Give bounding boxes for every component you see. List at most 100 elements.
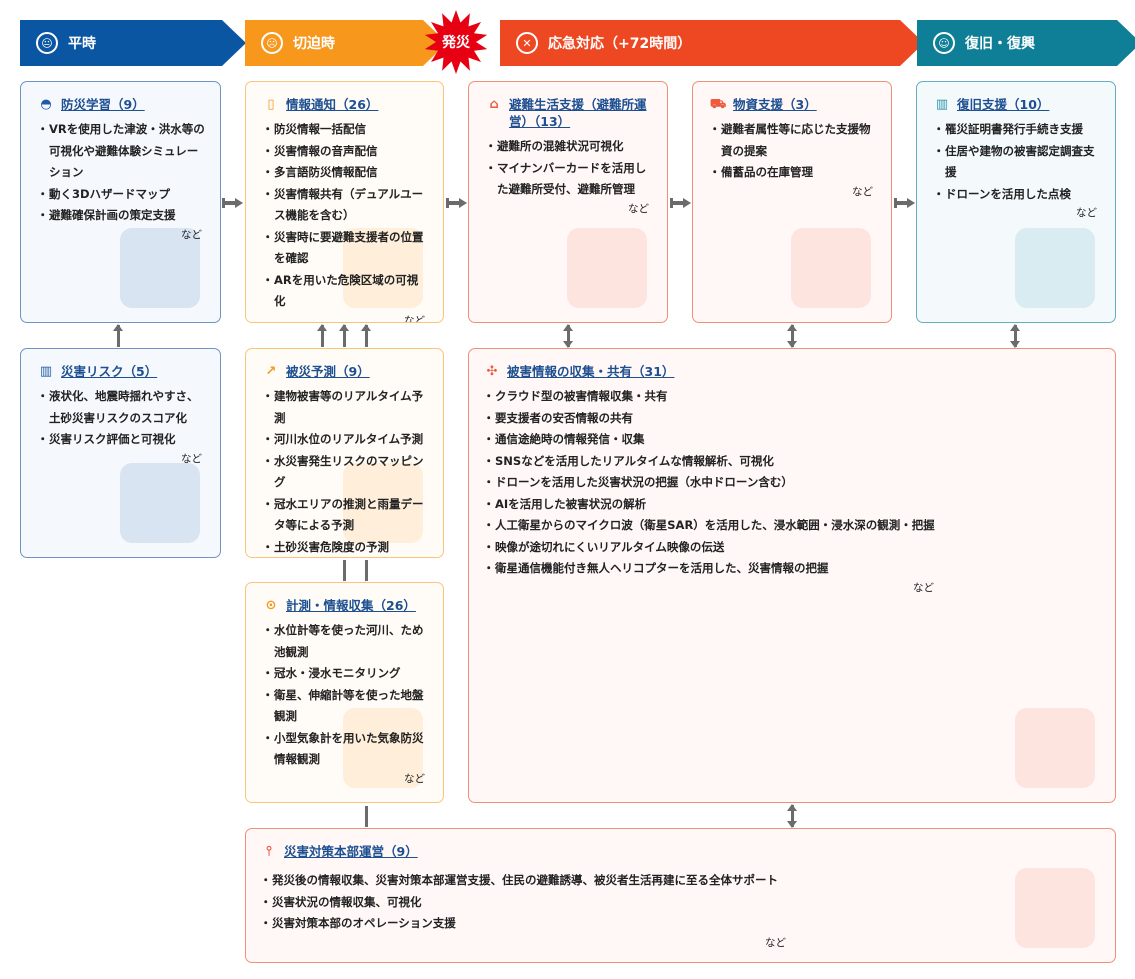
item-list: VRを使用した津波・洪水等の可視化や避難体験シミュレーション動く3Dハザードマッ…: [37, 119, 206, 227]
watermark-truck-icon: [791, 228, 871, 308]
item-list: 水位計等を使った河川、ため池観測冠水・浸水モニタリング衛星、伸縮計等を使った地盤…: [262, 620, 429, 771]
phase-3: ☺復旧・復興: [917, 20, 1135, 66]
connector-line: [364, 325, 368, 347]
more-label: など: [628, 202, 649, 215]
box-title-link[interactable]: 情報通知（26）: [286, 97, 379, 112]
list-item: 冠水エリアの推測と雨量データ等による予測: [262, 494, 429, 537]
box-title-link[interactable]: 災害リスク（5）: [61, 364, 158, 379]
box-keisoku: ⊙ 計測・情報収集（26） 水位計等を使った河川、ため池観測冠水・浸水モニタリング衛…: [245, 582, 444, 803]
list-item: 冠水・浸水モニタリング: [262, 663, 429, 685]
phase-1: ☹切迫時: [245, 20, 447, 66]
box-title-link[interactable]: 防災学習（9）: [61, 97, 145, 112]
item-list: 液状化、地震時揺れやすさ、土砂災害リスクのスコア化災害リスク評価と可視化: [37, 386, 206, 451]
box-title-link[interactable]: 物資支援（3）: [733, 97, 817, 112]
list-item: 建物被害等のリアルタイム予測: [262, 386, 429, 429]
list-item: 河川水位のリアルタイム予測: [262, 429, 429, 451]
connector-line: [670, 201, 684, 205]
connector-line: [342, 560, 346, 581]
arrow-up-icon: [339, 324, 349, 331]
phase-label: 平時: [68, 36, 96, 52]
more-label: など: [852, 185, 873, 198]
list-item: 防災情報一括配信: [262, 119, 429, 141]
arrow-right-icon: [683, 198, 691, 208]
list-item: 映像が途切れにくいリアルタイム映像の伝送: [483, 537, 1101, 559]
connector-line: [894, 201, 908, 205]
connector-line: [116, 325, 120, 347]
list-item: SNSなどを活用したリアルタイムな情報解析、可視化: [483, 451, 1101, 473]
connector-line: [364, 806, 368, 827]
more-label: など: [1076, 207, 1097, 219]
connector-line: [222, 201, 236, 205]
face-icon: 😐: [36, 32, 58, 54]
box-title-link[interactable]: 被災予測（9）: [286, 364, 370, 379]
box-title-link[interactable]: 計測・情報収集（26）: [286, 598, 416, 613]
arrow-up-icon: [1010, 324, 1020, 331]
more-label: など: [404, 772, 425, 785]
building-icon: ▥: [935, 97, 949, 112]
box-hisai-yosoku: ↗ 被災予測（9） 建物被害等のリアルタイム予測河川水位のリアルタイム予測水災害発生…: [245, 348, 444, 558]
arrow-up-icon: [113, 324, 123, 331]
item-list: 避難所の混雑状況可視化マイナンバーカードを活用した避難所受付、避難所管理: [485, 136, 653, 201]
list-item: ドローンを活用した災害状況の把握（水中ドローン含む）: [483, 472, 1101, 494]
list-item: 避難所の混雑状況可視化: [485, 136, 653, 158]
list-item: 災害状況の情報収集、可視化: [260, 892, 1101, 914]
list-item: 避難者属性等に応じた支援物資の提案: [709, 119, 877, 162]
item-list: クラウド型の被害情報収集・共有要支援者の安否情報の共有通信途絶時の情報発信・収集…: [483, 386, 1101, 580]
list-item: ARを用いた危険区域の可視化: [262, 270, 429, 313]
more-label: など: [181, 452, 202, 465]
box-bousai-gakushu: ◓ 防災学習（9） VRを使用した津波・洪水等の可視化や避難体験シミュレーション動く…: [20, 81, 221, 323]
more-label: など: [404, 314, 425, 323]
drone-icon: ✣: [486, 364, 498, 379]
list-item: 衛星、伸縮計等を使った地盤観測: [262, 685, 429, 728]
connector-line: [446, 201, 460, 205]
list-item: 罹災証明書発行手続き支援: [933, 119, 1101, 141]
box-title-link[interactable]: 避難生活支援（避難所運営）（13）: [509, 97, 647, 129]
item-list: 罹災証明書発行手続き支援住居や建物の被害認定調査支援ドローンを活用した点検: [933, 119, 1101, 205]
list-item: 多言語防災情報配信: [262, 162, 429, 184]
item-list: 防災情報一括配信災害情報の音声配信多言語防災情報配信災害情報共有（デュアルユース…: [262, 119, 429, 313]
disaster-onset-burst: 発災: [424, 10, 488, 74]
vr-goggles-icon: ◓: [40, 97, 52, 112]
list-item: ドローンを活用した点検: [933, 184, 1101, 206]
watermark-map-icon: [120, 463, 200, 543]
list-item: 人工衛星からのマイクロ波（衛星SAR）を活用した、浸水範囲・浸水深の観測・把握: [483, 515, 1101, 537]
list-item: 液状化、地震時揺れやすさ、土砂災害リスクのスコア化: [37, 386, 206, 429]
list-item: 水災害発生リスクのマッピング: [262, 451, 429, 494]
line-chart-icon: ↗: [265, 364, 277, 379]
box-title-link[interactable]: 災害対策本部運営（9）: [284, 844, 418, 859]
arrow-up-icon: [787, 324, 797, 331]
face-icon: ✕: [516, 32, 538, 54]
antenna-icon: ⊙: [265, 598, 277, 613]
box-taisaku-honbu: ⫯災害対策本部運営（9）発災後の情報収集、災害対策本部運営支援、住民の避難誘導、…: [245, 828, 1116, 963]
list-item: 住居や建物の被害認定調査支援: [933, 141, 1101, 184]
list-item: 発災後の情報収集、災害対策本部運営支援、住民の避難誘導、被災者生活再建に至る全体…: [260, 870, 1101, 892]
watermark-drone-icon: [1015, 708, 1095, 788]
box-busshi-shien: ⛟ 物資支援（3） 避難者属性等に応じた支援物資の提案備蓄品の在庫管理など: [692, 81, 892, 323]
box-higai-jouhou: ✣ 被害情報の収集・共有（31） クラウド型の被害情報収集・共有要支援者の安否情報の…: [468, 348, 1116, 803]
item-list: 建物被害等のリアルタイム予測河川水位のリアルタイム予測水災害発生リスクのマッピン…: [262, 386, 429, 558]
item-list: 避難者属性等に応じた支援物資の提案備蓄品の在庫管理: [709, 119, 877, 184]
item-list: 発災後の情報収集、災害対策本部運営支援、住民の避難誘導、被災者生活再建に至る全体…: [260, 870, 1101, 935]
school-icon: ⌂: [489, 97, 499, 112]
phase-label: 切迫時: [293, 36, 335, 52]
smartphone-vibrate-icon: ▯: [267, 97, 275, 112]
list-item: VRを使用した津波・洪水等の可視化や避難体験シミュレーション: [37, 119, 206, 184]
list-item: 通信途絶時の情報発信・収集: [483, 429, 1101, 451]
arrow-down-icon: [563, 341, 573, 348]
list-item: マイナンバーカードを活用した避難所受付、避難所管理: [485, 158, 653, 201]
list-item: 要支援者の安否情報の共有: [483, 408, 1101, 430]
arrow-up-icon: [317, 324, 327, 331]
connector-line: [342, 325, 346, 347]
face-icon: ☺: [933, 32, 955, 54]
box-title-link[interactable]: 被害情報の収集・共有（31）: [507, 364, 675, 379]
box-title-link[interactable]: 復旧支援（10）: [957, 97, 1050, 112]
list-item: 土砂災害危険度の予測: [262, 537, 429, 558]
truck-icon: ⛟: [709, 97, 727, 112]
connector-line: [790, 325, 794, 347]
connector-line: [1013, 325, 1017, 347]
box-saigai-risk: ▥災害リスク（5）液状化、地震時揺れやすさ、土砂災害リスクのスコア化災害リスク評…: [20, 348, 221, 558]
list-item: 災害対策本部のオペレーション支援: [260, 913, 1101, 935]
arrow-right-icon: [907, 198, 915, 208]
connector-line: [790, 805, 794, 827]
more-label: など: [181, 228, 202, 241]
